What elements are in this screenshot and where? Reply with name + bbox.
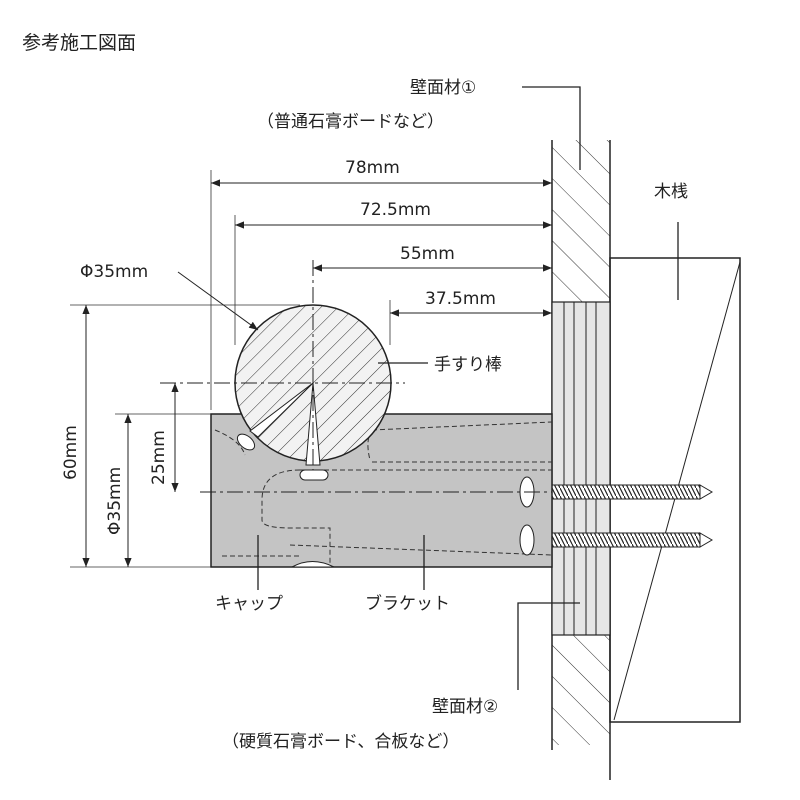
dim-rail-diameter: Φ35mm bbox=[80, 262, 148, 282]
dim-60: 60mm bbox=[61, 425, 81, 480]
dim-25: 25mm bbox=[149, 430, 169, 485]
leader-lines bbox=[257, 86, 679, 690]
label-wall-material-2: 壁面材② bbox=[432, 697, 498, 717]
dim-37-5: 37.5mm bbox=[425, 289, 496, 309]
dim-bracket-diameter: Φ35mm bbox=[105, 467, 125, 535]
dim-72-5: 72.5mm bbox=[360, 200, 431, 220]
label-wood-stud: 木桟 bbox=[654, 182, 688, 202]
label-bracket: ブラケット bbox=[365, 593, 450, 614]
label-wall-material-2-note: （硬質石膏ボード、合板など） bbox=[222, 731, 459, 752]
diagram-title: 参考施工図面 bbox=[22, 32, 136, 54]
rail-diameter-leader bbox=[177, 271, 259, 331]
label-wall-material-1-note: （普通石膏ボードなど） bbox=[257, 111, 444, 132]
extension-lines bbox=[70, 170, 391, 568]
wall-material-2 bbox=[551, 301, 611, 636]
center-lines bbox=[160, 260, 552, 493]
dim-78: 78mm bbox=[345, 158, 400, 178]
label-cap: キャップ bbox=[215, 594, 283, 614]
label-wall-material-1: 壁面材① bbox=[410, 78, 476, 98]
dim-55: 55mm bbox=[400, 244, 455, 264]
wall-screws bbox=[529, 484, 713, 548]
label-handrail: 手すり棒 bbox=[434, 355, 502, 375]
dimension-lines bbox=[82, 179, 552, 567]
